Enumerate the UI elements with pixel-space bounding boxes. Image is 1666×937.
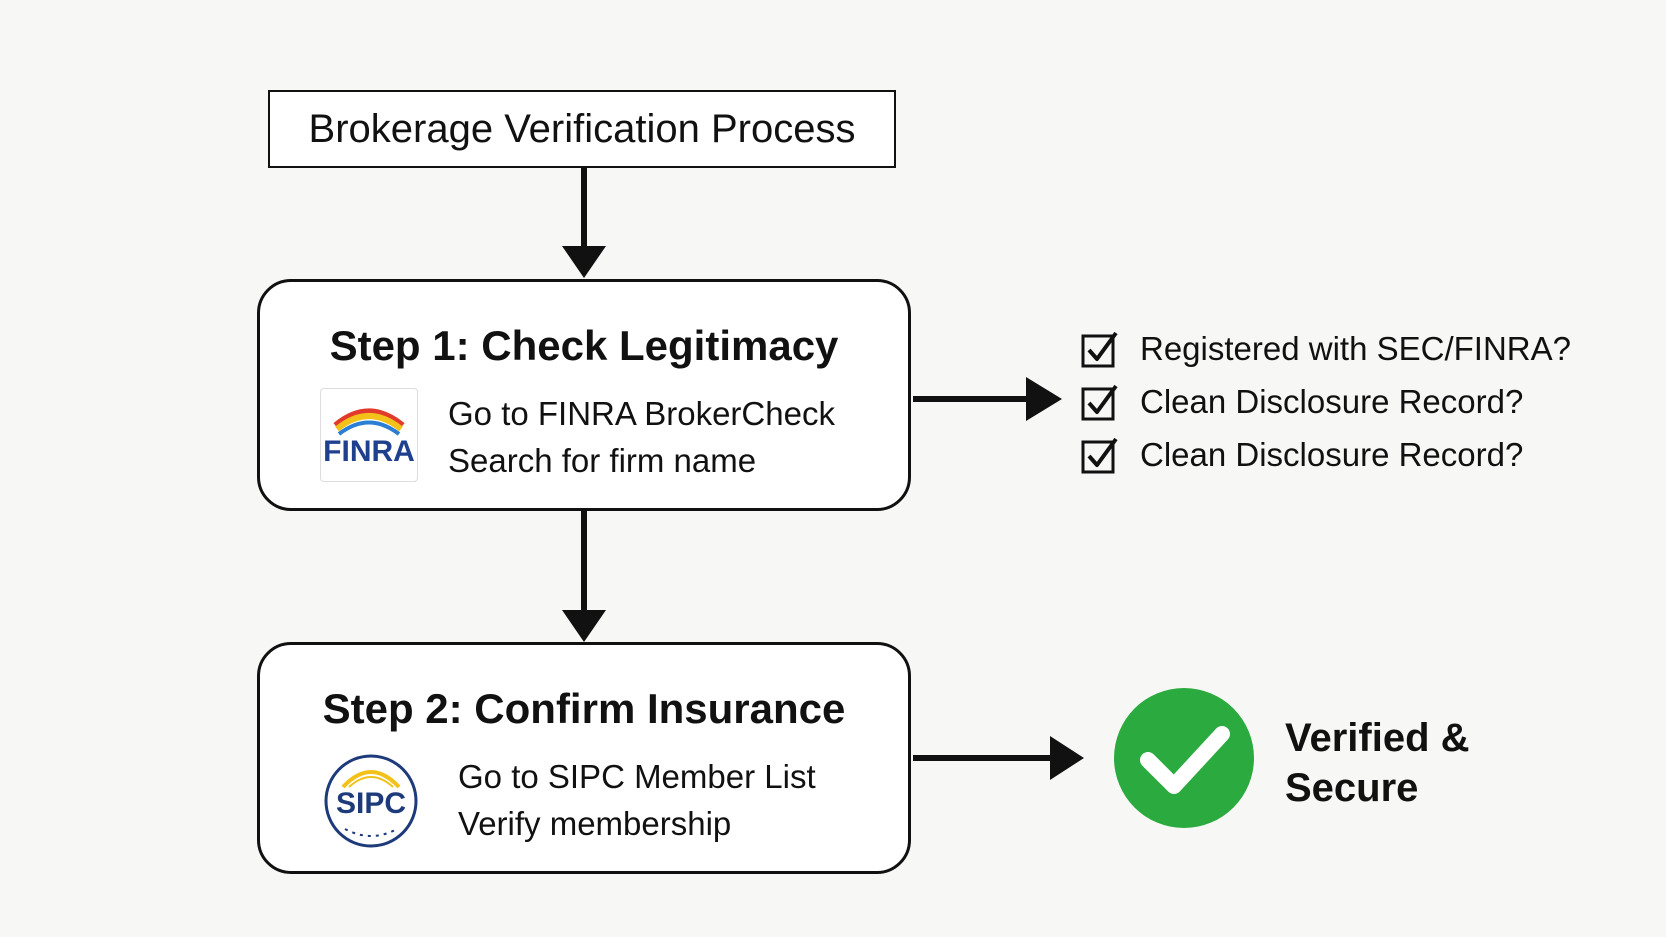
sipc-logo-text: SIPC [336, 787, 406, 820]
step1-line-1: Go to FINRA BrokerCheck [448, 395, 835, 432]
step2-box: Step 2: Confirm Insurance SIPC Go to SIP… [257, 642, 911, 874]
step2-instructions: Go to SIPC Member List Verify membership [458, 753, 816, 847]
arrowhead-right-2 [1050, 736, 1084, 780]
arrowhead-down-2 [562, 610, 606, 642]
checklist-item-label: Clean Disclosure Record? [1140, 382, 1524, 420]
checklist-item: Registered with SEC/FINRA? [1080, 322, 1571, 375]
step1-line-2: Search for firm name [448, 442, 757, 479]
verification-checklist: Registered with SEC/FINRA? Clean Disclos… [1080, 322, 1571, 481]
step1-instructions: Go to FINRA BrokerCheck Search for firm … [448, 390, 835, 484]
verified-label-line-2: Secure [1285, 766, 1419, 810]
process-title-box: Brokerage Verification Process [268, 90, 896, 168]
verified-label-line-1: Verified & [1285, 716, 1470, 760]
verified-label: Verified & Secure [1285, 713, 1470, 813]
checkbox-checked-icon [1081, 384, 1118, 420]
step1-title: Step 1: Check Legitimacy [329, 322, 839, 369]
arrowhead-right-1 [1026, 377, 1062, 421]
finra-logo-text: FINRA [323, 435, 415, 468]
sipc-logo-icon: SIPC [323, 753, 419, 849]
checklist-item-label: Registered with SEC/FINRA? [1140, 329, 1571, 367]
step2-title: Step 2: Confirm Insurance [322, 685, 846, 732]
process-title: Brokerage Verification Process [308, 106, 856, 151]
step2-line-1: Go to SIPC Member List [458, 758, 816, 795]
checklist-item: Clean Disclosure Record? [1080, 428, 1571, 481]
step1-box: Step 1: Check Legitimacy FINRA Go to FIN… [257, 279, 911, 511]
arrowhead-down-1 [562, 246, 606, 278]
step2-line-2: Verify membership [458, 805, 732, 842]
checklist-item-label: Clean Disclosure Record? [1140, 435, 1524, 473]
finra-logo-icon: FINRA [320, 388, 418, 482]
checklist-item: Clean Disclosure Record? [1080, 375, 1571, 428]
checkbox-checked-icon [1081, 437, 1118, 473]
checkbox-checked-icon [1081, 331, 1118, 367]
check-circle-icon [1114, 688, 1254, 828]
